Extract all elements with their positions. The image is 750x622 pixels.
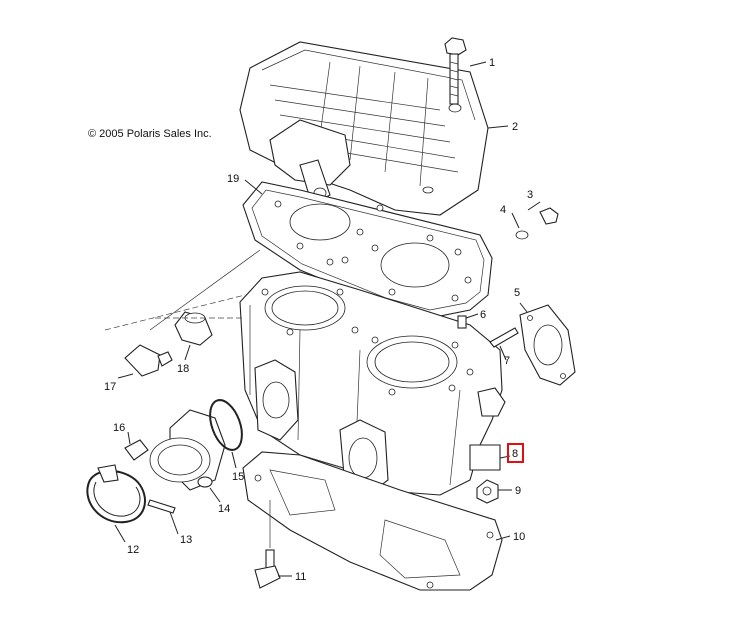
- callout-3: 3: [527, 189, 533, 201]
- callout-16: 16: [113, 422, 125, 434]
- callout-19: 19: [227, 173, 239, 185]
- callout-2: 2: [512, 121, 518, 133]
- callout-8: 8: [512, 448, 518, 460]
- base-gasket: [242, 451, 503, 591]
- callout-8-highlight: [507, 443, 524, 463]
- cylinder-block: [239, 271, 506, 496]
- intake-assembly: [86, 399, 243, 524]
- cylinder-head-cover: [239, 41, 489, 216]
- callout-14: 14: [218, 503, 230, 515]
- callout-13: 13: [180, 534, 192, 546]
- head-gasket: [242, 181, 493, 319]
- leader-lines: [114, 61, 541, 577]
- small-hardware: [457, 207, 559, 504]
- callout-1: 1: [489, 57, 495, 69]
- callout-18: 18: [177, 363, 189, 375]
- callout-10: 10: [513, 531, 525, 543]
- copyright-notice: © 2005 Polaris Sales Inc.: [88, 128, 212, 140]
- callout-4: 4: [500, 204, 506, 216]
- bolt-part-1: [444, 37, 467, 105]
- sensor-parts: [124, 311, 213, 377]
- callout-11: 11: [295, 571, 306, 583]
- callout-9: 9: [515, 485, 521, 497]
- callout-17: 17: [104, 381, 116, 393]
- exhaust-gasket: [519, 304, 576, 386]
- callout-labels: 1 2 3 4 5 6 7 8 9 10 11 12 13 14 15 16 1…: [104, 57, 533, 583]
- reference-lines: [104, 249, 271, 548]
- fitting-part-11: [254, 549, 281, 589]
- callout-6: 6: [480, 309, 486, 321]
- callout-5: 5: [514, 287, 520, 299]
- callout-12: 12: [127, 544, 139, 556]
- callout-7: 7: [504, 355, 510, 367]
- callout-15: 15: [232, 471, 244, 483]
